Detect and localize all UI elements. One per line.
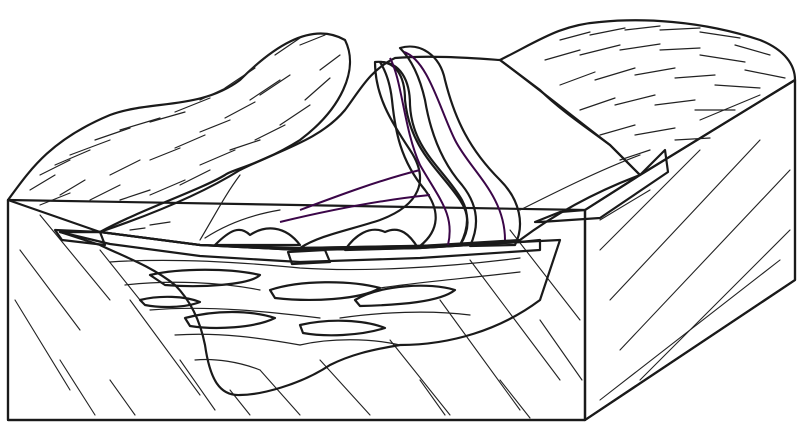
- alluvial-fill: [60, 232, 560, 395]
- fill-layer-lines: [110, 258, 520, 370]
- water-lens-1: [270, 282, 380, 300]
- block-outline: [8, 80, 795, 420]
- water-lens-4: [140, 297, 200, 307]
- tributary-lines: [130, 155, 640, 240]
- levee-crevasse-left: [215, 228, 300, 245]
- bedrock-side-face: [585, 80, 795, 420]
- terrace-sand-right: [535, 150, 668, 222]
- upland-surface-right: [500, 20, 795, 175]
- levee-stripe-lines: [280, 52, 505, 245]
- floodplain: [100, 57, 640, 248]
- water-lens-3: [300, 321, 385, 336]
- clay-lens-right: [355, 286, 455, 306]
